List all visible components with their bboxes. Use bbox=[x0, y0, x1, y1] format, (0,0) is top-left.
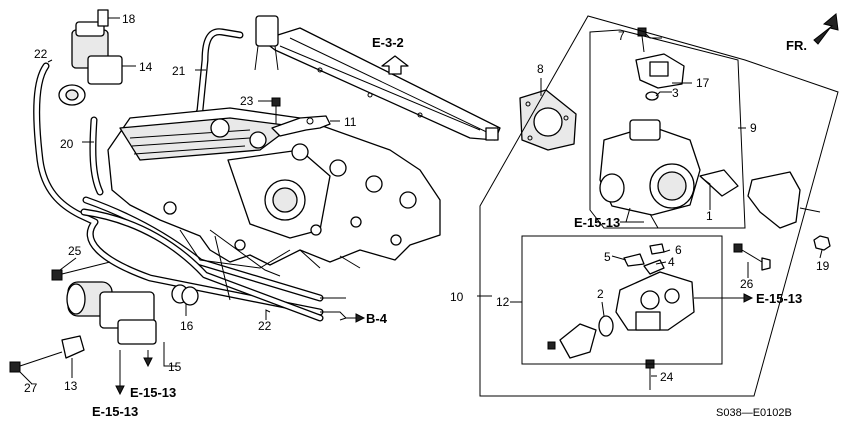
callout-10: 10 bbox=[450, 290, 464, 304]
callout-14: 14 bbox=[139, 60, 153, 74]
callout-4: 4 bbox=[668, 255, 675, 269]
hose-21 bbox=[178, 28, 244, 124]
throttle-position-sensor-17 bbox=[635, 27, 685, 101]
callout-9: 9 bbox=[750, 121, 757, 135]
ref-label-e15-13-iacv-left: E-15-13 bbox=[92, 404, 138, 419]
callout-22-top: 22 bbox=[34, 47, 48, 61]
idle-air-control-valve bbox=[9, 261, 199, 373]
vacuum-hose-22 bbox=[33, 62, 324, 322]
bracket-11 bbox=[271, 97, 331, 137]
callout-8: 8 bbox=[537, 62, 544, 76]
assembly-outline-12 bbox=[521, 235, 723, 365]
callout-22-bottom: 22 bbox=[258, 319, 272, 333]
front-direction-arrow-icon bbox=[813, 13, 839, 45]
callout-21: 21 bbox=[172, 64, 186, 78]
throttle-cable-bracket bbox=[747, 171, 831, 251]
ref-arrow-e15-13-right bbox=[694, 293, 754, 303]
ref-label-e15-13-iacv-right: E-15-13 bbox=[130, 385, 176, 400]
callout-6: 6 bbox=[675, 243, 682, 257]
callout-23: 23 bbox=[240, 94, 254, 108]
callout-18: 18 bbox=[122, 12, 136, 26]
callout-27: 27 bbox=[24, 381, 38, 395]
ref-label-b4: B-4 bbox=[366, 311, 388, 326]
diagram-code: S038—E0102B bbox=[716, 407, 792, 419]
ref-label-e3-2: E-3-2 bbox=[372, 35, 404, 50]
ref-arrow-b4 bbox=[346, 313, 366, 323]
bolt-26 bbox=[733, 243, 771, 271]
intake-manifold bbox=[107, 107, 441, 301]
callout-24: 24 bbox=[660, 370, 674, 384]
ref-label-e15-13-throttle: E-15-13 bbox=[574, 215, 620, 230]
callout-2: 2 bbox=[597, 287, 604, 301]
callout-15: 15 bbox=[168, 360, 182, 374]
callout-12: 12 bbox=[496, 295, 510, 309]
callout-5: 5 bbox=[604, 250, 611, 264]
fast-idle-valve-12 bbox=[547, 243, 695, 359]
callout-20: 20 bbox=[60, 137, 74, 151]
throttle-body-9 bbox=[599, 119, 739, 229]
callout-19: 19 bbox=[816, 259, 830, 273]
fuel-rail bbox=[254, 15, 501, 141]
callouts: 18 14 22 20 21 23 11 25 16 22 15 13 27 8… bbox=[24, 12, 830, 395]
ref-arrow-e15-13-iacv bbox=[115, 350, 153, 396]
ref-label-fr: FR. bbox=[786, 38, 807, 53]
ref-label-e15-13-valve: E-15-13 bbox=[756, 291, 802, 306]
callout-13: 13 bbox=[64, 379, 78, 393]
callout-17: 17 bbox=[696, 76, 710, 90]
callout-11: 11 bbox=[344, 115, 357, 129]
throttle-body-gasket-8 bbox=[519, 89, 577, 151]
reference-labels: E-3-2 FR. E-15-13 E-15-13 B-4 E-15-13 E-… bbox=[92, 35, 807, 419]
leader-lines bbox=[19, 17, 823, 385]
callout-1: 1 bbox=[706, 209, 713, 223]
assembly-outline-9 bbox=[589, 29, 746, 229]
callout-3: 3 bbox=[672, 86, 679, 100]
callout-7: 7 bbox=[618, 29, 625, 43]
hose-20 bbox=[89, 116, 104, 196]
solenoid-valve-14 bbox=[58, 9, 123, 106]
callout-26: 26 bbox=[740, 277, 754, 291]
assembly-outline-10 bbox=[479, 15, 839, 397]
callout-25: 25 bbox=[68, 244, 82, 258]
callout-16: 16 bbox=[180, 319, 194, 333]
reference-arrow-icon bbox=[381, 55, 409, 75]
